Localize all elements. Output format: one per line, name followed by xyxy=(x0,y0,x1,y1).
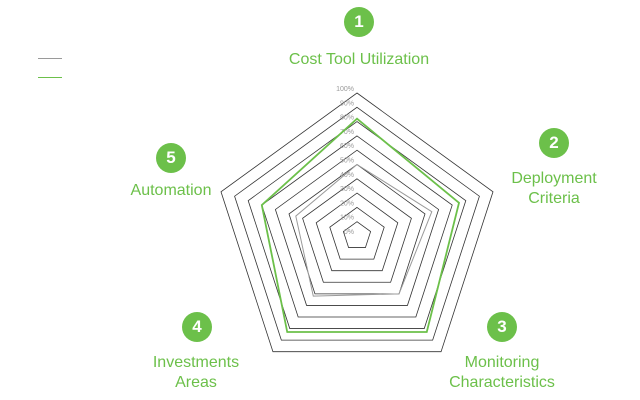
grid-ring-8 xyxy=(247,121,467,329)
grid-ring-3 xyxy=(315,192,399,272)
tick-label: 60% xyxy=(340,143,354,150)
legend-swatch-series-1 xyxy=(38,58,62,59)
tick-label: 0% xyxy=(344,229,354,236)
tick-label: 30% xyxy=(340,186,354,193)
tick-label: 70% xyxy=(340,129,354,136)
axis-4-badge: 4 xyxy=(182,312,212,342)
axis-4-label: Investments Areas xyxy=(152,354,240,391)
series-2-line xyxy=(260,117,461,333)
tick-label: 10% xyxy=(340,215,354,222)
axis-1-badge: 1 xyxy=(344,7,374,37)
legend-swatch-series-2 xyxy=(38,77,62,78)
grid-ring-5 xyxy=(288,164,426,295)
grid-ring-10 xyxy=(220,92,494,353)
tick-label: 50% xyxy=(340,158,354,165)
grid-ring-2 xyxy=(329,206,385,260)
tick-label: 100% xyxy=(336,86,354,93)
axis-3-label: Monitoring Characteristics xyxy=(449,354,555,391)
tick-label: 20% xyxy=(340,200,354,207)
grid-ring-7 xyxy=(261,135,453,318)
grid-ring-4 xyxy=(302,178,412,283)
grid-ring-6 xyxy=(274,149,440,306)
axis-2-label: Deployment Criteria xyxy=(511,170,597,207)
grid-ring-1 xyxy=(342,221,372,248)
series-1-line xyxy=(295,163,433,297)
tick-label: 80% xyxy=(340,115,354,122)
axis-1-label: Cost Tool Utilization xyxy=(288,51,430,68)
tick-label: 40% xyxy=(340,172,354,179)
grid-ring-9 xyxy=(234,106,480,341)
axis-5-label: Automation xyxy=(130,182,212,199)
axis-5-badge: 5 xyxy=(156,143,186,173)
axis-2-badge: 2 xyxy=(539,128,569,158)
axis-3-badge: 3 xyxy=(487,312,517,342)
tick-label: 90% xyxy=(340,100,354,107)
